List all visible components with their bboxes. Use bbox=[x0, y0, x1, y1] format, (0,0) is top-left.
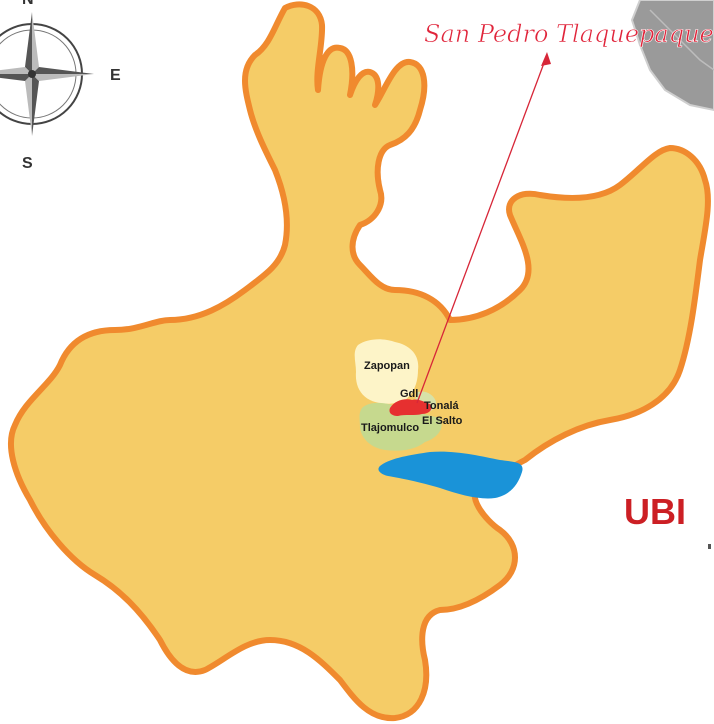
compass-rose bbox=[0, 12, 94, 136]
neighbor-region-border bbox=[649, 9, 714, 71]
map-title: San Pedro Tlaquepaque bbox=[424, 20, 714, 48]
label-gdl: Gdl bbox=[400, 388, 418, 400]
neighbor-region bbox=[630, 0, 714, 112]
compass-south: S bbox=[22, 155, 33, 172]
compass-east: E bbox=[110, 67, 121, 84]
tlajomulco-region bbox=[359, 402, 442, 451]
side-subtext-mark bbox=[708, 544, 711, 549]
compass-north: N bbox=[22, 0, 34, 8]
label-el-salto: El Salto bbox=[422, 415, 463, 427]
label-tlajomulco: Tlajomulco bbox=[361, 422, 419, 434]
tlaquepaque-highlight bbox=[389, 399, 432, 416]
label-tonala: Tonalá bbox=[424, 400, 460, 412]
pointer-arrow-line bbox=[416, 54, 548, 404]
pointer-arrowhead bbox=[541, 52, 551, 66]
lake-chapala bbox=[378, 451, 523, 499]
side-heading: UBI bbox=[624, 491, 686, 532]
zapopan-region bbox=[354, 339, 419, 404]
label-zapopan: Zapopan bbox=[364, 360, 410, 372]
